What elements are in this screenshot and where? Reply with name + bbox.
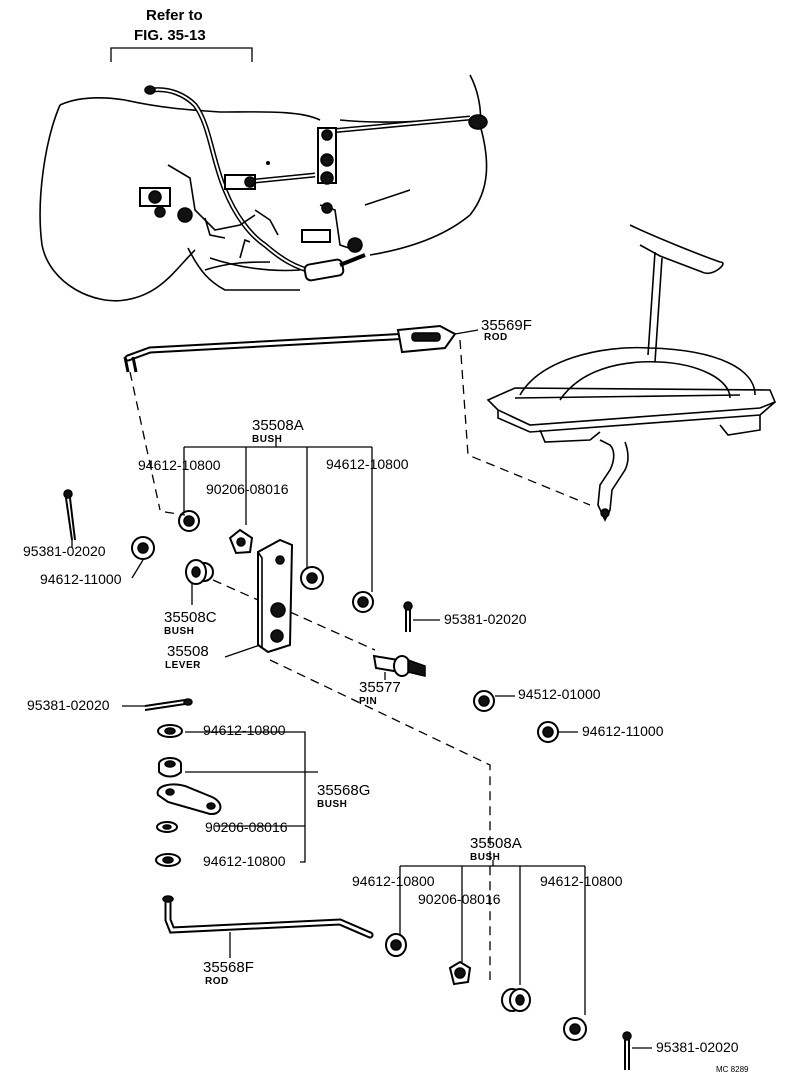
label-pin: PIN	[359, 696, 377, 707]
label-35569f: 35569F	[481, 317, 532, 334]
bracket-35568g	[185, 731, 318, 863]
label-35508a-lower: 35508A	[470, 835, 522, 852]
bracket-35508a-lower	[399, 860, 586, 1015]
washer-94612-10800-c	[157, 724, 183, 738]
lever-35508	[257, 538, 294, 654]
washer-94612-10800-e	[385, 933, 407, 957]
dash-rod-to-console	[459, 339, 591, 506]
label-94612-10800-e: 94612-10800	[352, 873, 435, 889]
label-bush-a1: BUSH	[252, 434, 282, 445]
figure-code: MC 8289	[716, 1065, 749, 1074]
label-94612-10800-b: 94612-10800	[326, 456, 409, 472]
label-94612-10800-d: 94612-10800	[203, 853, 286, 869]
bush-35508c	[185, 559, 214, 585]
washer-94612-11000-b	[537, 721, 559, 743]
refer-bracket	[110, 47, 253, 62]
rod-35569f	[123, 324, 457, 373]
label-bush-g: BUSH	[317, 799, 347, 810]
dash-rod-to-washer	[129, 371, 186, 516]
transmission-linkage	[139, 85, 488, 282]
washer-94612-10800-b	[352, 591, 374, 613]
rod-35568f	[162, 895, 374, 939]
refer-line2: FIG. 35-13	[134, 27, 206, 44]
label-35568f: 35568F	[203, 959, 254, 976]
cotter-pin-95381-b	[403, 601, 413, 632]
cotter-pin-95381-c	[144, 698, 193, 711]
label-94612-11000-b: 94612-11000	[582, 723, 664, 739]
label-94612-10800-c: 94612-10800	[203, 722, 286, 738]
label-90206-08016-a: 90206-08016	[206, 481, 289, 497]
label-94612-11000-a: 94612-11000	[40, 571, 122, 587]
label-95381-02020-b: 95381-02020	[444, 611, 527, 627]
label-bush-c: BUSH	[164, 626, 194, 637]
dash-lever-to-pin	[212, 579, 376, 651]
label-95381-02020-a: 95381-02020	[23, 543, 106, 559]
shift-console	[486, 224, 777, 522]
cotter-pin-95381-d	[622, 1031, 632, 1070]
label-rod-lower: ROD	[205, 976, 229, 987]
label-94612-10800-a: 94612-10800	[138, 457, 221, 473]
bush-35568g-insert	[158, 757, 182, 778]
pin-35577	[372, 654, 426, 677]
transmission-housing	[39, 74, 488, 302]
label-90206-08016-b: 90206-08016	[205, 819, 288, 835]
refer-line1: Refer to	[146, 7, 203, 24]
label-35508: 35508	[167, 643, 209, 660]
label-35568g: 35568G	[317, 782, 370, 799]
label-35508c: 35508C	[164, 609, 217, 626]
label-lever: LEVER	[165, 660, 201, 671]
washer-94512-01000	[473, 690, 495, 712]
label-rod-upper: ROD	[484, 332, 508, 343]
bush-35508a-left	[300, 566, 324, 590]
nut-90206-08016-a	[228, 528, 254, 555]
washer-94612-10800-a	[178, 510, 200, 532]
label-35508a-upper: 35508A	[252, 417, 304, 434]
washer-94612-11000-a	[131, 536, 155, 560]
bracket-35508a-upper	[183, 442, 373, 592]
cotter-pin-95381-a	[63, 489, 76, 541]
nut-90206-08016-b	[156, 821, 178, 833]
refer-callout: Refer to FIG. 35-13	[110, 7, 253, 62]
leader-35569f	[454, 329, 479, 335]
bush-35568g-plate	[156, 783, 222, 816]
label-90206-08016-c: 90206-08016	[418, 891, 501, 907]
label-35577: 35577	[359, 679, 401, 696]
label-94612-10800-f: 94612-10800	[540, 873, 623, 889]
label-94512-01000: 94512-01000	[518, 686, 601, 702]
dash-lever-to-lower	[269, 659, 491, 980]
bush-35508a-lower	[501, 988, 531, 1012]
nut-90206-08016-c	[448, 960, 472, 986]
label-bush-a2: BUSH	[470, 852, 500, 863]
washer-94612-10800-d	[155, 853, 181, 867]
label-95381-02020-d: 95381-02020	[656, 1039, 739, 1055]
label-95381-02020-c: 95381-02020	[27, 697, 110, 713]
washer-94612-10800-f	[563, 1017, 587, 1041]
